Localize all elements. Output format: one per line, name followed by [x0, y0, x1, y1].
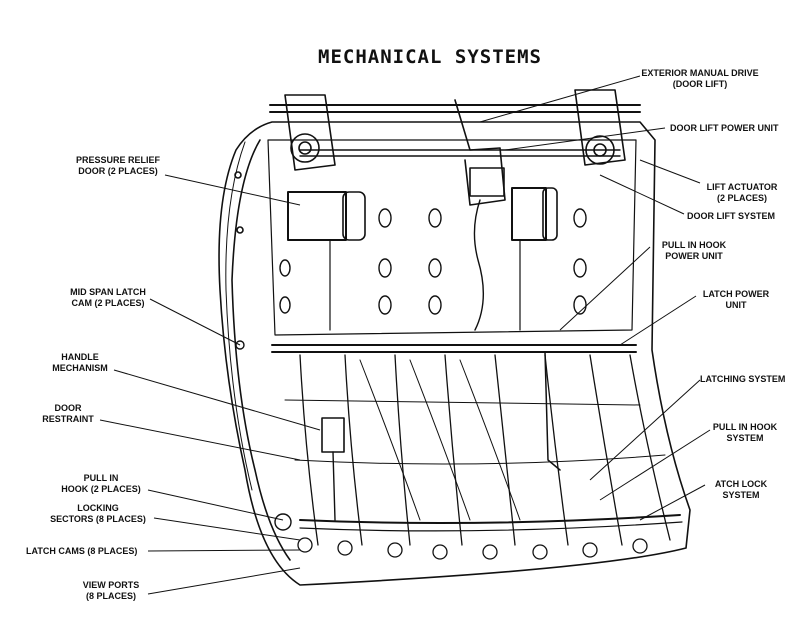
door-outer-frame: [218, 121, 691, 586]
label-pull-in-hook: PULL IN HOOK (2 PLACES): [61, 473, 141, 494]
diagram-title: MECHANICAL SYSTEMS: [318, 46, 542, 68]
manual-drive-shaft: [454, 99, 506, 206]
label-exterior-manual-drive: EXTERIOR MANUAL DRIVE (DOOR LIFT): [641, 68, 759, 89]
left-hinge-arm: [284, 94, 336, 171]
bottom-latch-shaft: [299, 514, 681, 525]
top-hinge-bar: [269, 104, 641, 113]
label-door-lift-system: DOOR LIFT SYSTEM: [687, 211, 776, 221]
panel-holes: [279, 208, 587, 315]
label-lift-actuator: LIFT ACTUATOR (2 PLACES): [706, 182, 778, 203]
label-latch-cams: LATCH CAMS (8 PLACES): [26, 546, 138, 556]
label-pull-in-hook-system: PULL IN HOOK SYSTEM: [712, 422, 778, 443]
latch-shaft: [271, 344, 637, 353]
upper-panel: [267, 139, 637, 336]
label-door-lift-power-unit: DOOR LIFT POWER UNIT: [670, 123, 779, 133]
label-locking-sectors: LOCKING SECTORS (8 PLACES): [50, 503, 146, 524]
lower-frames: [299, 354, 671, 546]
left-pressure-relief-door: [287, 191, 347, 241]
door-lift-power-unit-box: [469, 167, 505, 197]
handle-mechanism-box: [321, 417, 345, 453]
label-handle-mechanism: HANDLE MECHANISM: [52, 352, 108, 373]
label-mid-span-latch-cam: MID SPAN LATCH CAM (2 PLACES): [70, 287, 146, 308]
latch-cams-row: [297, 537, 648, 560]
door-left-skin: [231, 139, 291, 561]
label-latch-lock-system: ATCH LOCK SYSTEM: [714, 479, 768, 500]
leader-lines: [99, 75, 711, 595]
label-latching-system: LATCHING SYSTEM: [700, 374, 786, 384]
label-view-ports: VIEW PORTS (8 PLACES): [82, 580, 140, 601]
right-pressure-relief-door: [511, 187, 547, 241]
mid-span-latch-cam: [235, 340, 245, 350]
power-cable: [473, 199, 485, 331]
label-latch-power-unit: LATCH POWER UNIT: [702, 289, 770, 310]
right-hinge-arm: [574, 89, 626, 166]
right-hinge-pivot: [585, 135, 615, 165]
label-door-restraint: DOOR RESTRAINT: [42, 403, 94, 424]
left-hinge-pivot: [290, 133, 320, 163]
pull-in-hook-left: [274, 513, 292, 531]
label-pressure-relief-door: PRESSURE RELIEF DOOR (2 PLACES): [75, 155, 160, 176]
label-pull-in-hook-power-unit: PULL IN HOOK POWER UNIT: [661, 240, 727, 261]
